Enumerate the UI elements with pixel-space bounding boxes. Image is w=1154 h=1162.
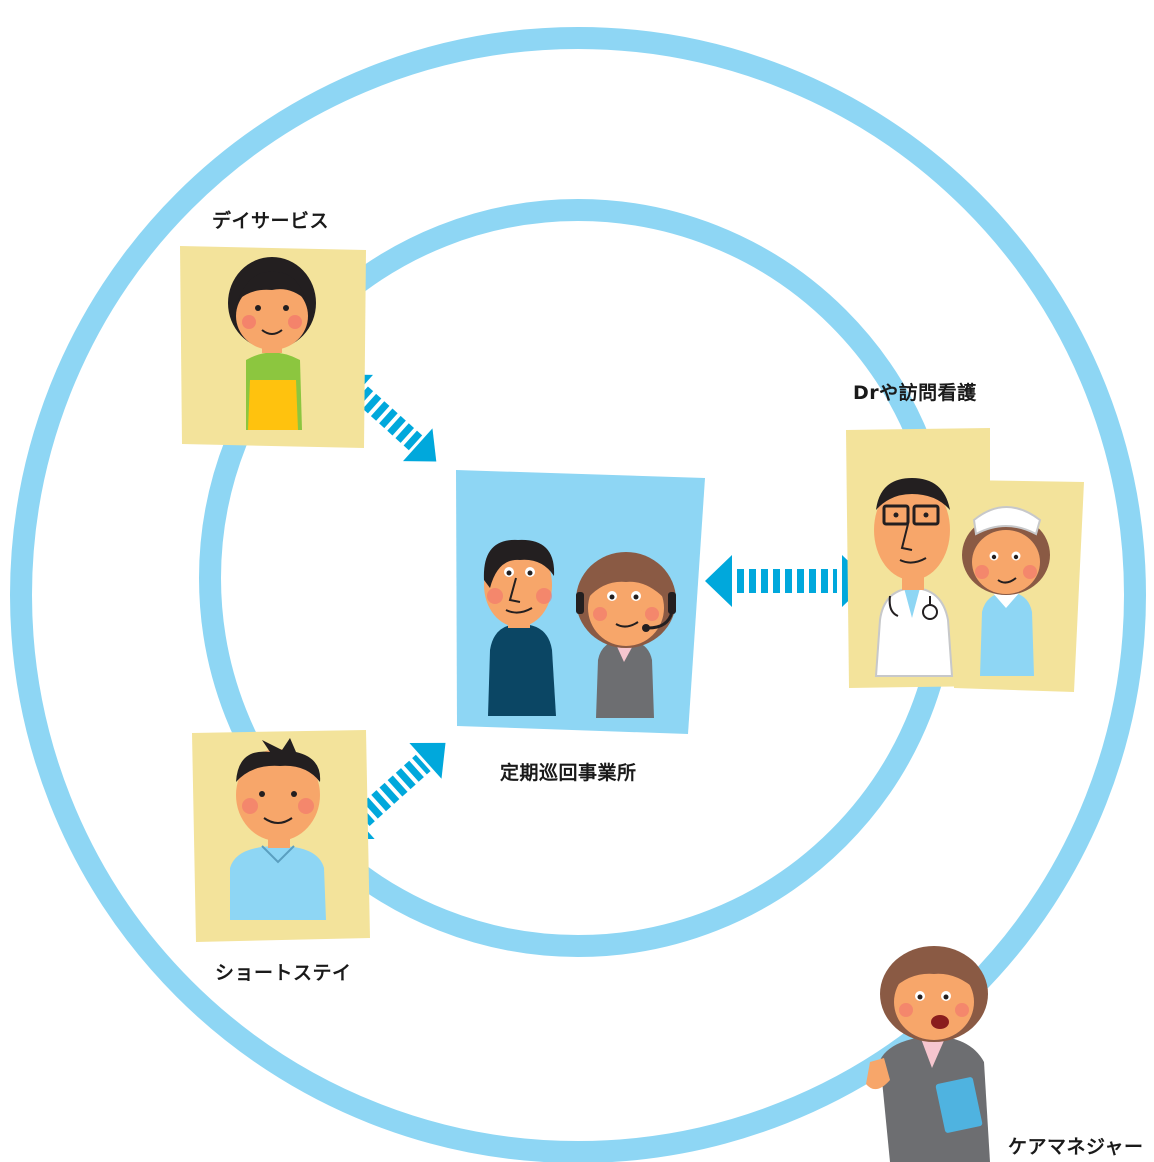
patrol-staff-man-icon bbox=[483, 539, 556, 716]
short-stay-card bbox=[192, 730, 370, 942]
operator-woman-icon bbox=[576, 552, 676, 718]
nurse-icon bbox=[962, 506, 1050, 676]
arrow-office-to-doctor bbox=[705, 555, 869, 607]
day-service-card bbox=[180, 246, 366, 448]
care-manager-icon bbox=[866, 946, 990, 1162]
doctor-nurse-card bbox=[846, 428, 1084, 692]
outer-ring bbox=[10, 27, 1146, 1162]
label-patrol-office: 定期巡回事業所 bbox=[500, 762, 637, 784]
label-short-stay: ショートステイ bbox=[215, 962, 352, 984]
label-doctor-nurse: Drや訪問看護 bbox=[853, 382, 977, 404]
doctor-icon bbox=[874, 478, 954, 677]
label-day-service: デイサービス bbox=[212, 210, 330, 232]
patrol-office-card bbox=[456, 470, 705, 734]
day-service-worker-icon bbox=[228, 257, 316, 430]
short-stay-worker-icon bbox=[230, 738, 326, 920]
label-care-manager: ケアマネジャー bbox=[1008, 1136, 1144, 1158]
